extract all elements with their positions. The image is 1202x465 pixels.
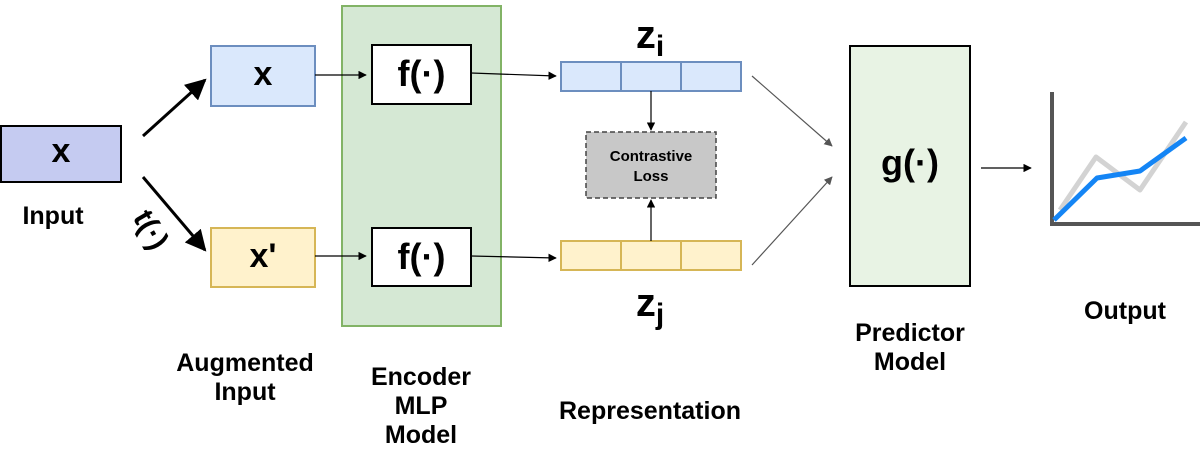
output-label: Output [1084,297,1166,325]
arrow-encoder-bottom-to-zj [470,253,557,263]
augmented-label-line2: Input [214,377,276,406]
arrow-input-to-aug-bottom [141,176,207,252]
representation-zj-bar [560,240,742,271]
encoder-top-func-box [371,44,472,105]
zj-sub: j [655,298,665,331]
augmented-top-box [210,45,316,107]
contrastive-loss-box [585,131,717,199]
input-box [0,125,122,183]
contrastive-loss-text: Contrastive Loss [586,147,716,188]
augmented-top-text: x [253,55,273,93]
input-label: Input [22,202,84,230]
predictor-func: g(·) [881,142,939,183]
zi-sub: i [655,30,665,63]
representation-zi-bar [560,61,742,92]
arrow-zi-to-predictor [751,75,833,147]
augmented-label-line1: Augmented [176,349,314,377]
encoder-label-line2: MLP [394,391,448,420]
predictor-label-line1: Predictor [855,319,965,347]
zi-label: zi [620,12,680,63]
encoder-label-line3: Model [384,420,458,449]
encoder-label: Encoder MLP Model [335,363,507,449]
augmented-bottom-box [210,227,316,288]
augmented-bottom-text: x' [249,237,277,275]
arrow-encoder-top-to-zi [470,71,557,80]
encoder-bottom-func: f(·) [397,236,446,277]
output-chart-icon [1050,92,1200,226]
contrastive-loss-line2: Loss [633,168,669,186]
encoder-bottom-func-box [371,227,472,287]
input-box-text: x [51,132,71,170]
representation-label: Representation [559,397,741,425]
zj-label: zj [620,280,680,331]
augmented-label: Augmented Input [155,349,335,407]
encoder-top-func: f(·) [397,53,446,94]
encoder-label-line1: Encoder [370,363,472,391]
arrow-input-to-aug-top [141,78,207,138]
contrastive-loss-line1: Contrastive [609,148,693,165]
zi-main: z [635,13,656,57]
predictor-panel [849,45,971,287]
predictor-label-line2: Model [873,347,947,376]
zj-main: z [635,281,656,325]
predictor-label: Predictor Model [820,319,1000,377]
arrow-zj-to-predictor [751,176,833,266]
